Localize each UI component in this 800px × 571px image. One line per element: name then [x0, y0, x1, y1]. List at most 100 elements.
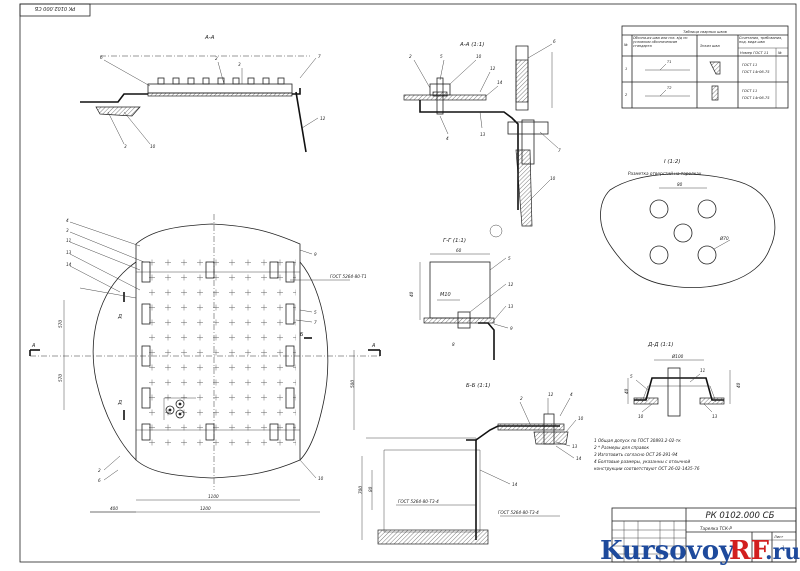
- svg-text:13: 13: [66, 250, 72, 255]
- svg-text:10: 10: [638, 414, 644, 419]
- gg-leaders: [469, 257, 509, 329]
- title-block-sheet-label: Лист: [773, 535, 784, 539]
- svg-text:6: 6: [100, 55, 103, 60]
- note-1: 1 Общая допуск по ГОСТ 30893.2-02-тк: [594, 438, 681, 443]
- title-block-sheet-no: 1: [782, 545, 784, 549]
- gg-plate: [423, 317, 495, 324]
- title-block-name: Тарелка ТСК-Р: [700, 526, 732, 531]
- svg-text:5: 5: [440, 54, 443, 59]
- svg-text:6: 6: [553, 39, 556, 44]
- plan-h3: 500: [350, 380, 355, 388]
- svg-text:3: 3: [66, 228, 69, 233]
- svg-text:14: 14: [497, 80, 503, 85]
- plan-valve-grid: [140, 252, 296, 450]
- plan-caps: [141, 261, 295, 441]
- watermark-right: RF: [729, 536, 770, 566]
- svg-text:8: 8: [452, 342, 455, 347]
- view-a-detail: А-А (1:1) 2 5 10 12 6 14 13 4: [403, 39, 561, 227]
- hole-4: [649, 245, 669, 265]
- dd-height: 40: [736, 382, 741, 388]
- a-z-profile: [419, 100, 519, 210]
- weld-table-col-code: Обозна-ия шва или поз. в/д по условным о…: [633, 36, 688, 48]
- weld-table-col-sketch: Эскиз шва: [699, 44, 720, 48]
- svg-text:4: 4: [66, 218, 69, 223]
- dd-cap-profile: [634, 377, 724, 401]
- bb-plate: [497, 423, 565, 431]
- svg-text:9: 9: [510, 326, 513, 331]
- weld-table-col-no: №: [623, 43, 628, 47]
- plan-width: 1100: [208, 494, 219, 499]
- plan-outer-arc: [92, 261, 137, 461]
- note-2: 2 * Размеры для справок: [594, 445, 649, 450]
- bb-height: 700: [358, 486, 363, 494]
- view-a-scale-title: А-А (1:1): [459, 42, 484, 48]
- svg-text:13: 13: [508, 304, 514, 309]
- weld-row-2-no: 2: [625, 93, 628, 97]
- view-aa-title: А-А: [204, 35, 215, 41]
- weld-row-2-code: Т2: [667, 86, 672, 90]
- svg-text:6: 6: [98, 478, 101, 483]
- dd-bolt: [667, 367, 681, 417]
- plan-hole-a: [175, 399, 185, 409]
- svg-text:А: А: [371, 343, 376, 349]
- plan-h1: 570: [58, 320, 63, 328]
- note-5: конструкции соответствуют ОСТ 26-02-1435…: [594, 466, 700, 471]
- svg-text:13: 13: [712, 414, 718, 419]
- svg-text:9: 9: [314, 252, 317, 257]
- view-bb: Б-Б (1:1) 700 80 ГОСТ 5264-80-Т3-4 ГОСТ …: [358, 383, 584, 545]
- view-dd: Д-Д (1:1) Ø100 40 40 5 11 10 13: [624, 342, 741, 419]
- svg-text:10: 10: [578, 416, 584, 421]
- svg-text:2: 2: [520, 396, 523, 401]
- aa-side-plate: [295, 91, 307, 153]
- svg-text:4: 4: [570, 392, 573, 397]
- svg-text:13: 13: [572, 444, 578, 449]
- svg-text:14: 14: [576, 456, 582, 461]
- detail-i-note: Разметка отверстий на тарелках: [628, 171, 702, 176]
- plan-gost: ГОСТ 5264-80-Т1: [330, 274, 367, 279]
- bb-leaders: [479, 397, 577, 485]
- gg-height: 40: [409, 291, 414, 297]
- note-4: 4 Болтовые размеры, указанны с отлычной: [594, 459, 690, 464]
- svg-text:11: 11: [700, 368, 706, 373]
- aa-caps: [157, 77, 285, 85]
- svg-text:А: А: [31, 343, 36, 349]
- gg-detail-circle: [489, 224, 503, 238]
- gg-body: [429, 261, 491, 319]
- corner-stamp-code: РК 0102.000 СБ: [34, 5, 75, 11]
- svg-text:7: 7: [318, 54, 321, 59]
- plan-view: А А Д Д Б 570 570 500 1100 1200 400 ГОСТ…: [29, 214, 381, 513]
- view-gg: Г-Г (1:1) 60 40 М10 5 12 13 9 8: [409, 224, 514, 360]
- svg-text:10: 10: [150, 144, 156, 149]
- svg-text:Д: Д: [117, 314, 122, 320]
- svg-text:14: 14: [66, 262, 72, 267]
- plan-offset: 400: [110, 506, 118, 511]
- bb-box: [383, 449, 481, 533]
- hole-2: [697, 199, 717, 219]
- a-wall-lower: [515, 149, 533, 227]
- svg-text:5: 5: [630, 374, 633, 379]
- plan-hole-b: [165, 405, 175, 415]
- a-leaders: [413, 43, 559, 201]
- weld-table-subheader: Номер ГОСТ 11: [740, 51, 769, 55]
- dd-left-plate: [633, 397, 659, 405]
- svg-text:5: 5: [314, 310, 317, 315]
- a-nut: [432, 91, 448, 97]
- hole-1: [649, 199, 669, 219]
- dd-leaders: [635, 373, 713, 413]
- svg-text:10: 10: [550, 176, 556, 181]
- svg-text:12: 12: [548, 392, 554, 397]
- aa-leaders: [103, 57, 319, 145]
- plan-tray-outline: [135, 223, 301, 479]
- view-bb-title: Б-Б (1:1): [466, 383, 490, 389]
- holes-spacing: 80: [677, 182, 683, 187]
- bb-gost1: ГОСТ 5264-80-Т3-4: [398, 499, 439, 504]
- svg-text:2: 2: [409, 54, 412, 59]
- gg-bracket: [478, 322, 495, 360]
- view-gg-title: Г-Г (1:1): [443, 238, 466, 244]
- a-flange: [507, 121, 549, 135]
- svg-text:2: 2: [98, 468, 101, 473]
- svg-text:7: 7: [314, 320, 317, 325]
- hole-5: [697, 245, 717, 265]
- dd-side: 40: [624, 388, 629, 394]
- title-block: РК 0102.000 СБ Тарелка ТСК-Р Лист 1: [611, 507, 797, 563]
